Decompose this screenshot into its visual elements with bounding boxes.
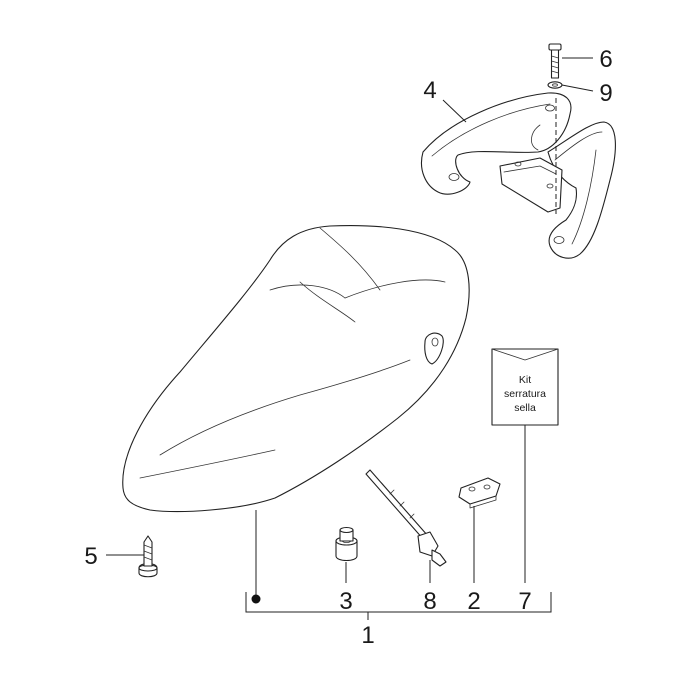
- bracket-part-2: [458, 477, 501, 509]
- rubber-spacer-part-3: [335, 526, 358, 562]
- callout-8: 8: [423, 588, 436, 615]
- bolt-part-6: [548, 43, 562, 79]
- kit-label-line-1: Kit: [519, 374, 531, 386]
- screw-part-5: [138, 535, 158, 578]
- kit-label-line-2: serratura: [504, 388, 546, 400]
- callout-2: 2: [467, 588, 480, 615]
- leader-lines: [106, 57, 594, 620]
- callout-7: 7: [518, 588, 531, 615]
- callout-3: 3: [339, 588, 352, 615]
- lock-kit-bag-part-7: [491, 348, 559, 426]
- callout-6: 6: [599, 46, 612, 73]
- saddle-seat: [122, 225, 470, 513]
- callout-5: 5: [84, 543, 97, 570]
- callout-4: 4: [423, 77, 436, 104]
- saddle-marker-dot: [251, 594, 261, 604]
- callout-9: 9: [599, 80, 612, 107]
- grab-handle-part-4: [420, 92, 616, 259]
- callout-1: 1: [361, 622, 374, 649]
- kit-label-line-3: sella: [514, 402, 536, 414]
- washer-part-9: [547, 81, 563, 89]
- cable-tie-part-8: [365, 469, 447, 567]
